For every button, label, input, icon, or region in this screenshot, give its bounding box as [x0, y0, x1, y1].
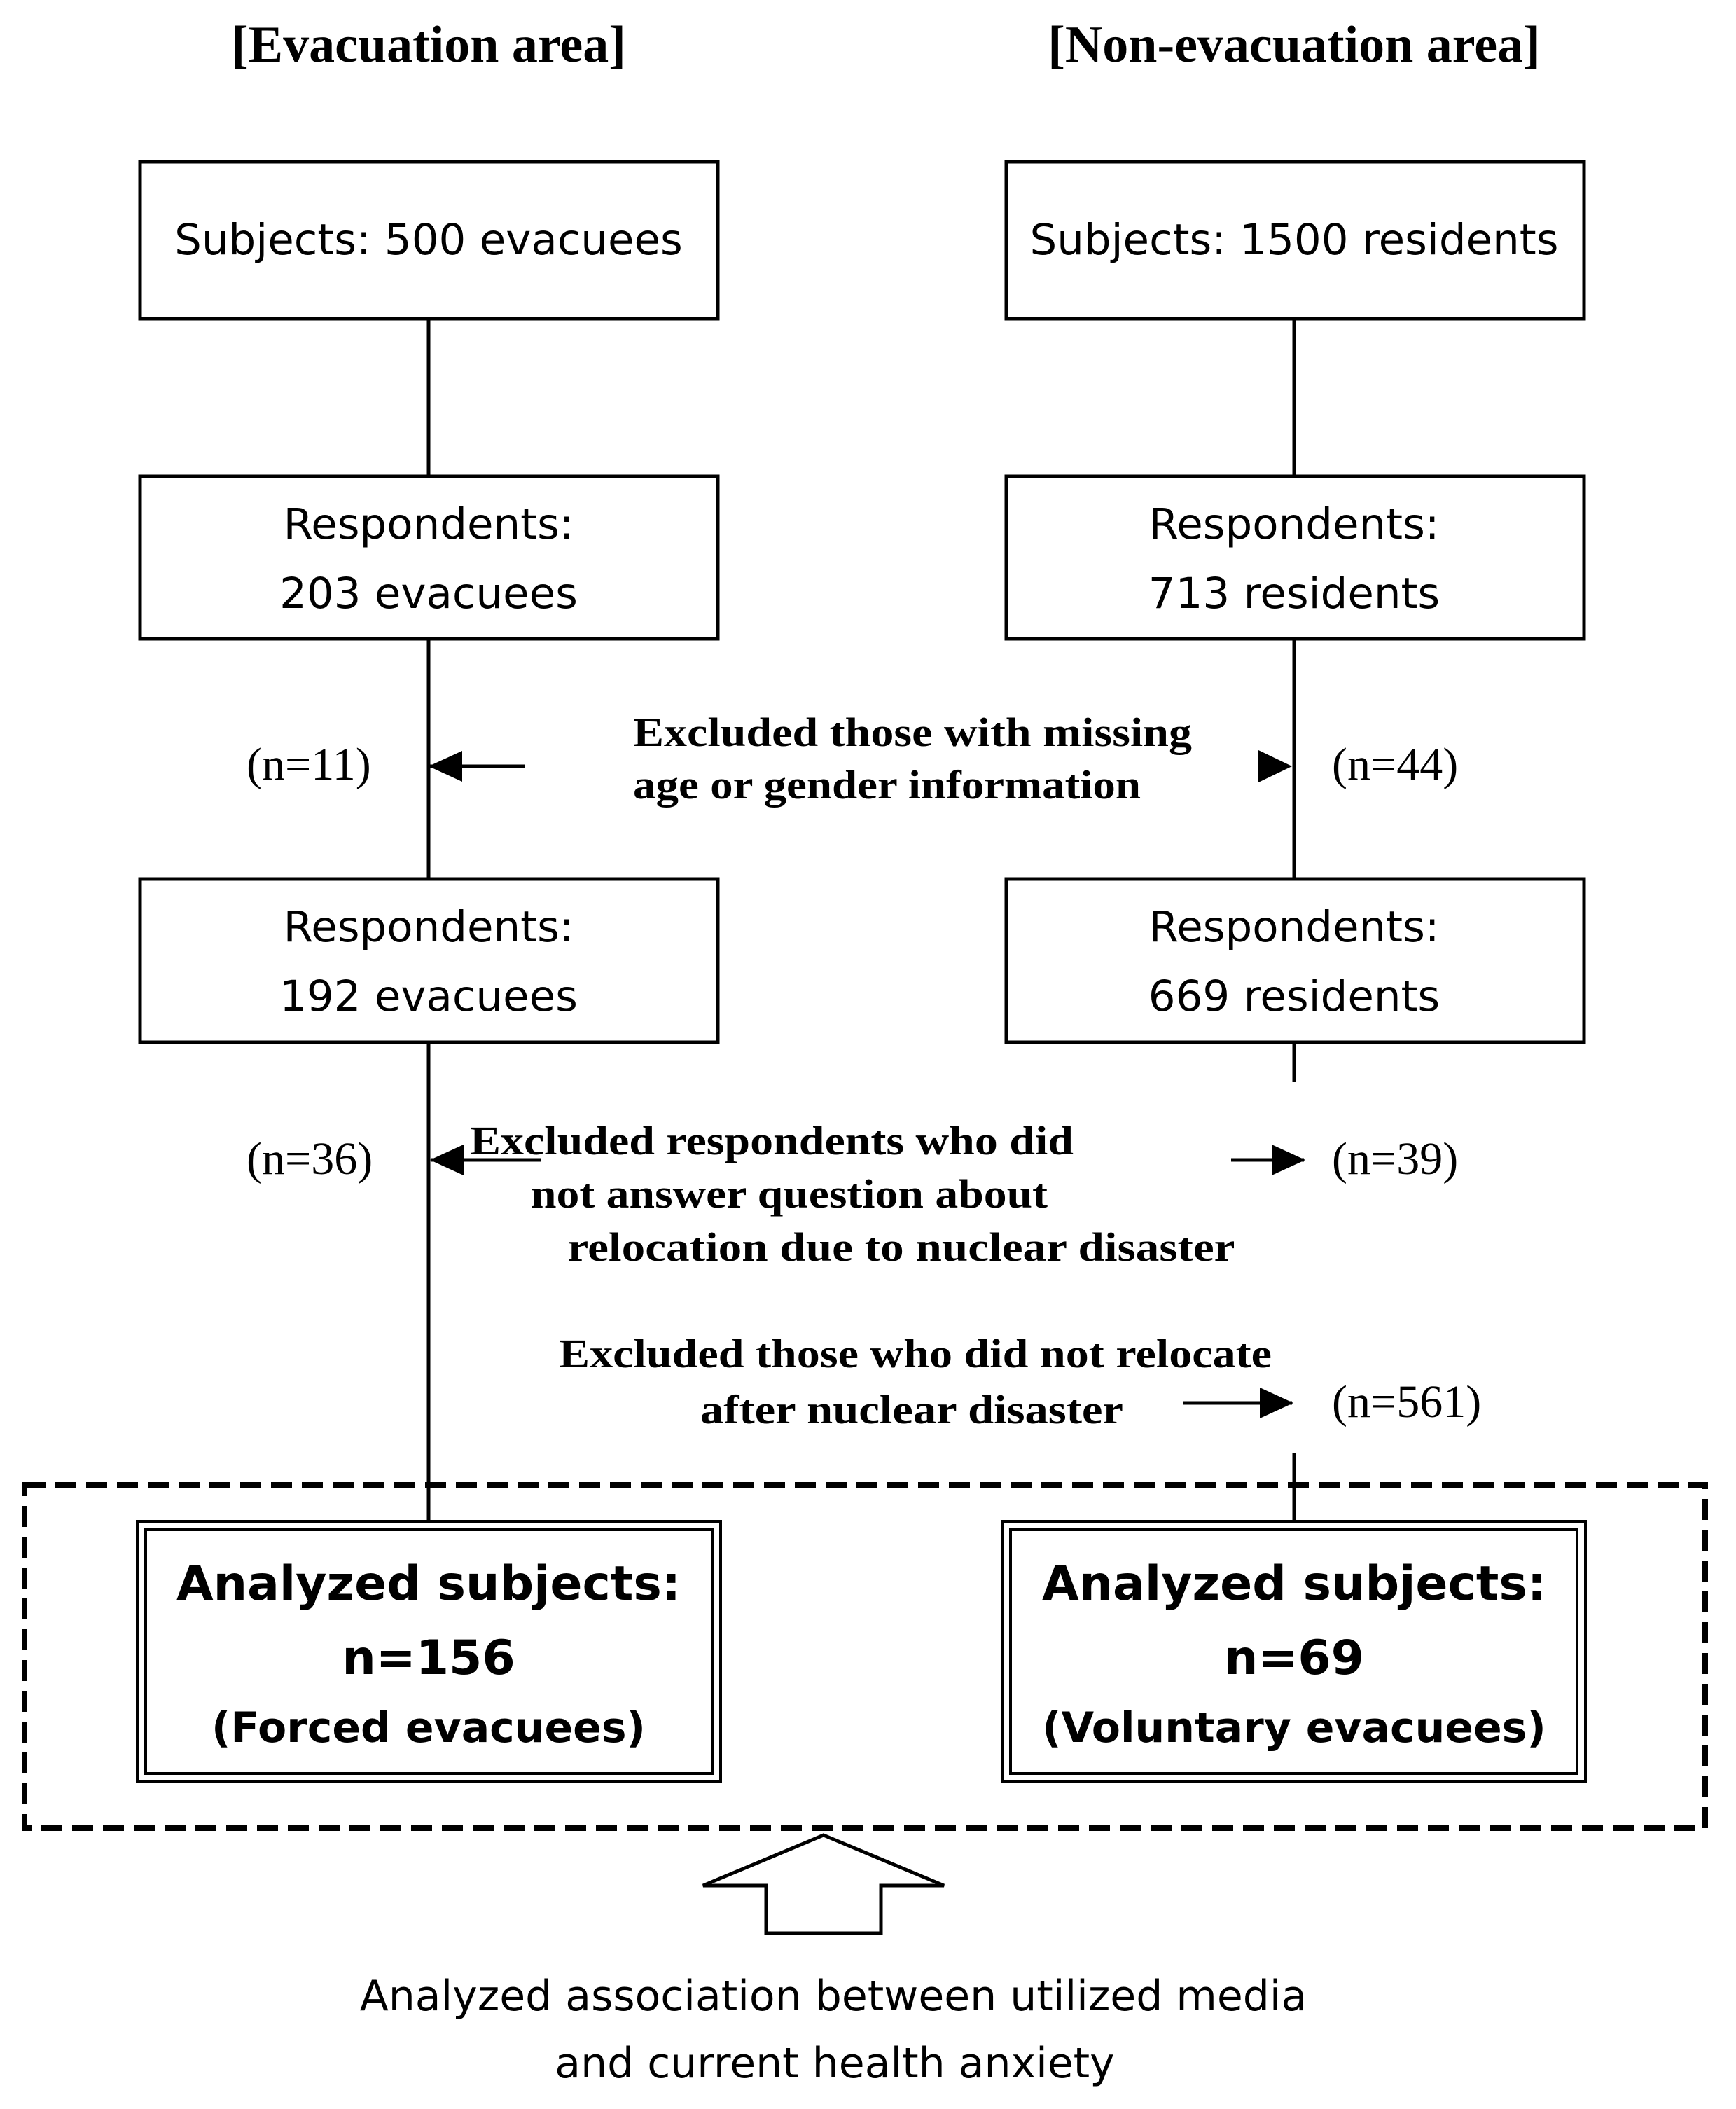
right-respondents-1-label: Respondents: [1149, 499, 1440, 549]
left-respondents-box-2: Respondents: 192 evacuees [138, 877, 720, 1044]
right-respondents-box-2: Respondents: 669 residents [1004, 877, 1586, 1044]
right-respondents-2-label: Respondents: [1149, 902, 1440, 952]
exclusion-no-relocate-line1: Excluded those who did not relocate [559, 1331, 1272, 1376]
exclusion-no-answer-right-count: (n=39) [1332, 1133, 1458, 1184]
exclusion-no-relocate-line2: after nuclear disaster [700, 1387, 1123, 1432]
left-subjects-text: Subjects: 500 evacuees [174, 215, 683, 265]
right-analyzed-group: (Voluntary evacuees) [1042, 1703, 1546, 1752]
exclusion-no-relocate-count: (n=561) [1332, 1376, 1481, 1427]
left-respondents-2-label: Respondents: [284, 902, 574, 952]
left-analyzed-group: (Forced evacuees) [211, 1703, 646, 1752]
right-analyzed-label: Analyzed subjects: [1042, 1556, 1546, 1612]
evacuation-area-header: [Evacuation area] [231, 16, 626, 74]
right-subjects-box: Subjects: 1500 residents [1004, 160, 1586, 321]
right-respondents-1-count: 713 residents [1148, 569, 1440, 618]
exclusion-missing-info-left-count: (n=11) [246, 739, 371, 790]
right-respondents-box-1: Respondents: 713 residents [1004, 474, 1586, 641]
left-respondents-1-label: Respondents: [284, 499, 574, 549]
exclusion-no-answer-line3: relocation due to nuclear disaster [568, 1224, 1235, 1270]
left-respondents-box-1: Respondents: 203 evacuees [138, 474, 720, 641]
exclusion-no-answer-line2: not answer question about [531, 1171, 1048, 1217]
left-analyzed-count: n=156 [342, 1631, 515, 1686]
left-analyzed-label: Analyzed subjects: [176, 1556, 681, 1612]
exclusion-no-answer-line1: Excluded respondents who did [470, 1118, 1074, 1163]
up-arrow-icon [702, 1833, 945, 1935]
analyzed-group-frame [22, 1482, 1708, 1831]
exclusion-missing-info-right-count: (n=44) [1332, 739, 1458, 790]
non-evacuation-area-header: [Non-evacuation area] [1048, 16, 1541, 74]
left-analyzed-box: Analyzed subjects: n=156 (Forced evacuee… [136, 1520, 722, 1783]
exclusion-no-answer-left-count: (n=36) [246, 1133, 373, 1184]
left-respondents-2-count: 192 evacuees [279, 971, 578, 1021]
right-analyzed-count: n=69 [1224, 1631, 1364, 1686]
footer-line2: and current health anxiety [555, 2039, 1114, 2088]
left-subjects-box: Subjects: 500 evacuees [138, 160, 720, 321]
left-respondents-1-count: 203 evacuees [279, 569, 578, 618]
right-subjects-text: Subjects: 1500 residents [1030, 215, 1559, 265]
footer-line1: Analyzed association between utilized me… [360, 1972, 1307, 2021]
right-respondents-2-count: 669 residents [1148, 971, 1440, 1021]
exclusion-missing-info-line1: Excluded those with missing [633, 710, 1192, 755]
right-analyzed-box: Analyzed subjects: n=69 (Voluntary evacu… [1001, 1520, 1587, 1783]
exclusion-missing-info-right-arrowhead [1258, 750, 1292, 782]
exclusion-missing-info-line2: age or gender information [633, 762, 1141, 808]
